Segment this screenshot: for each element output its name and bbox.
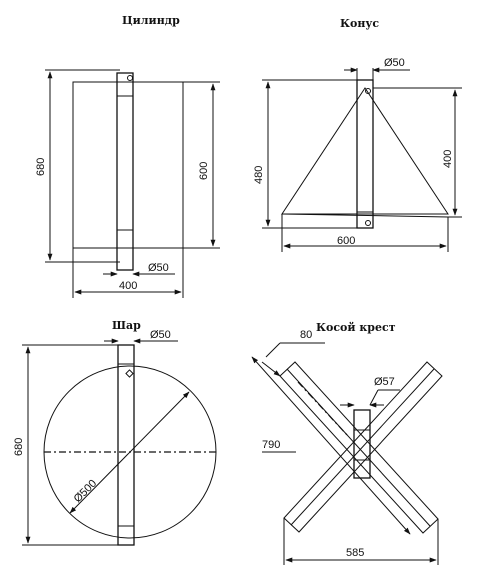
cylinder-pole — [116, 72, 134, 271]
sphere-dia-label: Ø500 — [72, 478, 100, 506]
cylinder-width-label: 400 — [119, 280, 137, 292]
cross-bar-b — [283, 361, 443, 533]
cross-figure: Косой крест 80 Ø57 790 — [251, 321, 443, 565]
cross-bar-a — [279, 361, 439, 534]
sphere-height-label: 680 — [13, 438, 25, 456]
cylinder-body — [72, 81, 184, 249]
cylinder-pole-dia-label: Ø50 — [148, 262, 169, 274]
cross-pole-dia-label: Ø57 — [374, 376, 395, 388]
cone-pole — [356, 79, 374, 229]
cone-height-total-label: 480 — [253, 166, 265, 184]
cone-figure: Конус Ø50 480 400 600 — [253, 17, 462, 252]
cone-pole-dia-label: Ø50 — [384, 57, 405, 69]
cylinder-figure: Цилиндр 680 600 Ø50 400 — [35, 14, 220, 298]
cross-bar-length-label: 790 — [262, 439, 280, 451]
cross-span-label: 585 — [346, 547, 364, 559]
cone-width-label: 600 — [337, 235, 355, 247]
cone-title: Конус — [340, 17, 379, 30]
cylinder-title: Цилиндр — [122, 14, 180, 27]
cylinder-height-label: 680 — [35, 158, 47, 176]
sphere-figure: Шар Ø50 680 Ø500 — [13, 319, 217, 546]
sphere-title: Шар — [112, 319, 141, 332]
sphere-pole-dia-label: Ø50 — [150, 329, 171, 341]
cross-pole — [353, 409, 371, 479]
cone-height-body-label: 400 — [442, 150, 454, 168]
cross-bar-width-label: 80 — [300, 329, 312, 341]
cylinder-body-height-label: 600 — [198, 162, 210, 180]
cone-body — [281, 87, 449, 215]
cross-title: Косой крест — [316, 321, 396, 334]
